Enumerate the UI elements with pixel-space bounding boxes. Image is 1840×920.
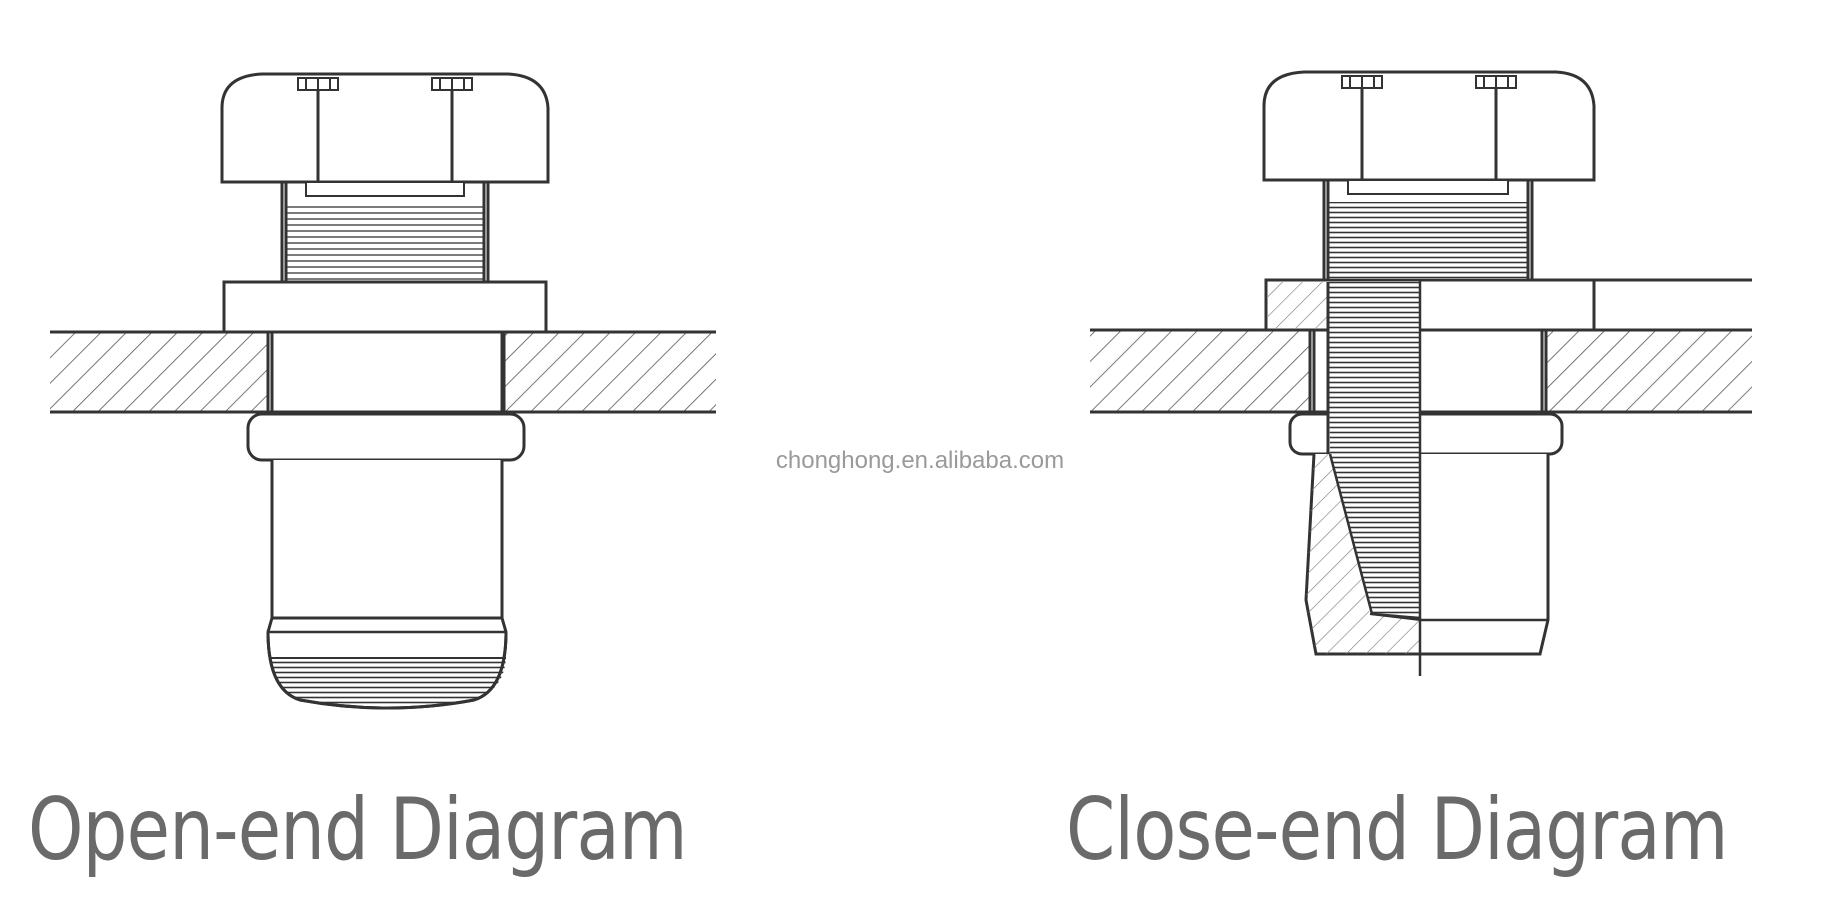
close-flange [1264,278,1752,332]
close-bolt-thread-section [1326,282,1421,620]
open-bolt-shank [280,180,490,284]
open-end-caption: Open-end Diagram [28,780,688,880]
close-workpiece [1090,328,1752,414]
open-end-diagram [50,72,716,710]
close-end-diagram [1090,70,1752,676]
close-bolt-shank [1322,178,1534,282]
close-nut-body-upper [1312,328,1544,414]
open-nut-body-lower [270,460,504,620]
watermark: chonghong.en.alibaba.com [775,447,1065,474]
close-end-caption: Close-end Diagram [1066,780,1728,880]
open-nut-body-upper [270,330,504,414]
open-hex-head [220,72,550,184]
open-flange [222,280,548,334]
open-rounded-end [266,616,508,710]
close-hex-head [1262,70,1596,182]
